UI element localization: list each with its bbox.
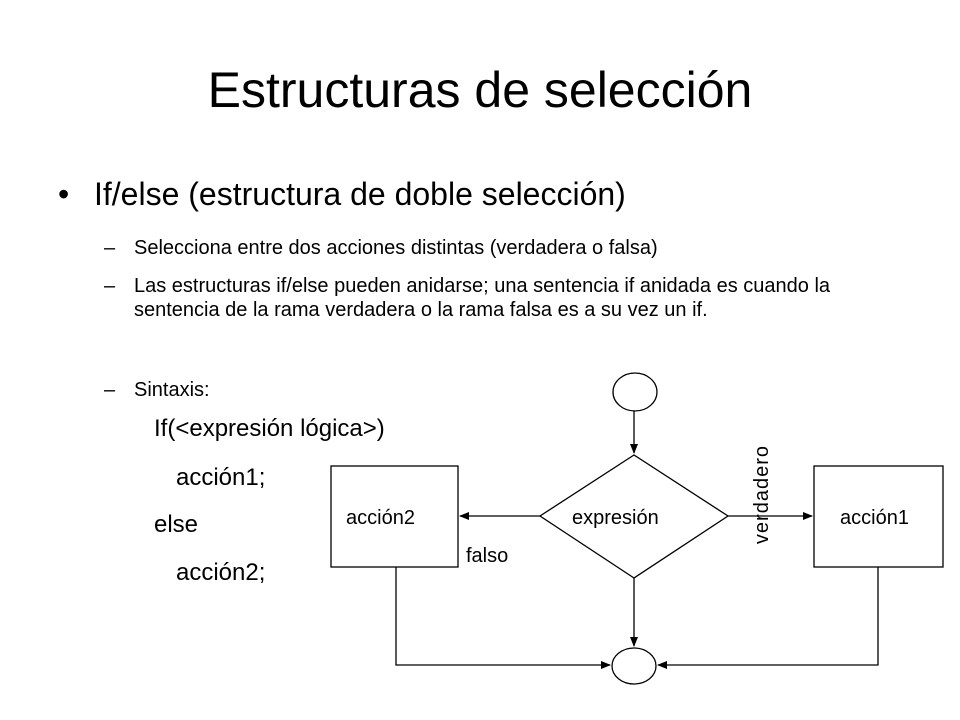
dash-mark: – (104, 237, 116, 259)
bullet-mark: • (58, 176, 70, 212)
dash-mark: – (104, 379, 116, 401)
arrow-action1-to-end (657, 567, 879, 669)
code-line-if: If(<expresión lógica>) (154, 415, 385, 442)
code-line-accion1: acción1; (176, 464, 266, 491)
sub-bullet-text: Selecciona entre dos acciones distintas … (134, 237, 658, 259)
sub-bullet-3: – Sintaxis: (104, 378, 334, 402)
action1-label: acción1 (840, 507, 909, 529)
main-bullet: • If/else (estructura de doble selección… (58, 174, 626, 214)
false-label: falso (466, 545, 509, 567)
decision-label: expresión (572, 507, 659, 529)
action1-box (813, 465, 944, 568)
slide-title: Estructuras de selección (207, 62, 753, 118)
true-label: verdadero (751, 445, 773, 545)
end-node (611, 647, 657, 685)
sub-bullet-text: Sintaxis: (134, 379, 210, 401)
dash-mark: – (104, 275, 116, 297)
sub-bullet-text: Las estructuras if/else pueden anidarse;… (134, 275, 831, 321)
action2-label: acción2 (346, 507, 415, 529)
sub-bullet-2: – Las estructuras if/else pueden anidars… (104, 274, 834, 322)
sub-bullet-1: – Selecciona entre dos acciones distinta… (104, 236, 874, 260)
code-line-else: else (154, 511, 199, 538)
start-node (612, 372, 658, 412)
arrow-action2-to-end (395, 567, 611, 669)
main-bullet-text: If/else (estructura de doble selección) (94, 176, 626, 212)
code-line-accion2: acción2; (176, 559, 266, 586)
action2-box (330, 465, 459, 568)
